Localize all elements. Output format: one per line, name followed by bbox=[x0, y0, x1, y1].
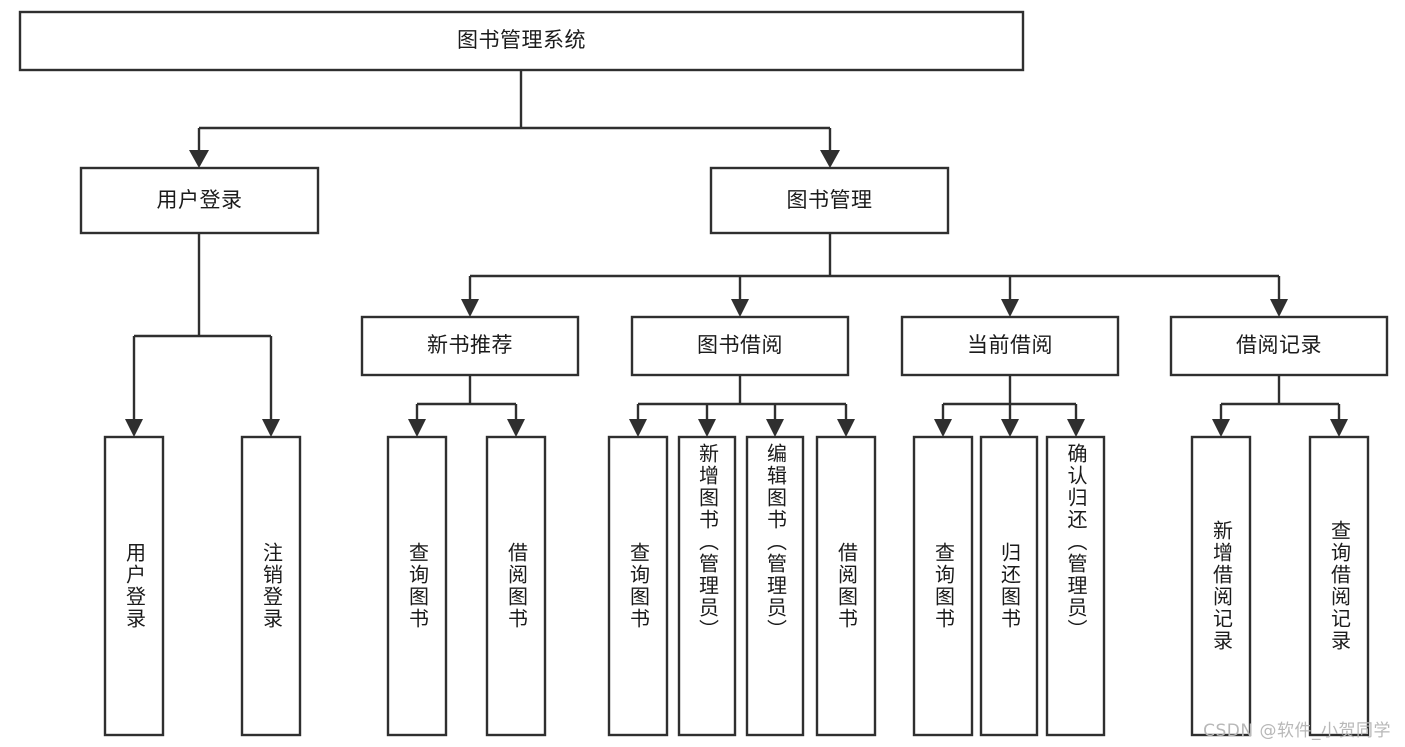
node-box-root[interactable] bbox=[18, 10, 1025, 72]
node-box-leaf-query-book-2[interactable] bbox=[607, 435, 669, 737]
node-box-leaf-borrow-book-2[interactable] bbox=[815, 435, 877, 737]
node-box-leaf-query-record[interactable] bbox=[1308, 435, 1370, 737]
node-box-book-manage[interactable] bbox=[709, 166, 950, 235]
arrowhead-new-book-rec bbox=[461, 299, 479, 317]
arrowhead-leaf-borrow-book-2 bbox=[837, 419, 855, 437]
node-box-leaf-confirm-return[interactable] bbox=[1045, 435, 1106, 737]
node-box-leaf-query-book-1[interactable] bbox=[386, 435, 448, 737]
node-box-new-book-rec[interactable] bbox=[360, 315, 580, 377]
node-box-leaf-logout[interactable] bbox=[240, 435, 302, 737]
watermark-text: CSDN @软件_小贺同学 bbox=[1203, 721, 1391, 741]
node-box-leaf-user-login[interactable] bbox=[103, 435, 165, 737]
arrowhead-leaf-query-book-3 bbox=[934, 419, 952, 437]
node-box-leaf-edit-book[interactable] bbox=[745, 435, 805, 737]
arrowhead-leaf-query-record bbox=[1330, 419, 1348, 437]
arrowhead-book-manage bbox=[820, 150, 840, 168]
node-box-leaf-borrow-book-1[interactable] bbox=[485, 435, 547, 737]
node-box-current-borrow[interactable] bbox=[900, 315, 1120, 377]
arrowhead-leaf-return-book bbox=[1001, 419, 1019, 437]
arrowhead-borrow-record bbox=[1270, 299, 1288, 317]
arrowhead-current-borrow bbox=[1001, 299, 1019, 317]
arrowhead-user-login bbox=[189, 150, 209, 168]
node-box-user-login[interactable] bbox=[79, 166, 320, 235]
node-box-leaf-query-book-3[interactable] bbox=[912, 435, 974, 737]
node-box-leaf-add-book[interactable] bbox=[677, 435, 737, 737]
arrowhead-leaf-query-book-1 bbox=[408, 419, 426, 437]
arrowhead-leaf-confirm-return bbox=[1067, 419, 1085, 437]
arrowhead-leaf-edit-book bbox=[766, 419, 784, 437]
node-box-book-borrow[interactable] bbox=[630, 315, 850, 377]
arrowhead-leaf-logout bbox=[262, 419, 280, 437]
node-box-leaf-return-book[interactable] bbox=[979, 435, 1039, 737]
arrowhead-book-borrow bbox=[731, 299, 749, 317]
node-box-leaf-add-record[interactable] bbox=[1190, 435, 1252, 737]
arrowhead-leaf-borrow-book-1 bbox=[507, 419, 525, 437]
node-box-borrow-record[interactable] bbox=[1169, 315, 1389, 377]
arrowhead-leaf-add-record bbox=[1212, 419, 1230, 437]
arrowhead-leaf-query-book-2 bbox=[629, 419, 647, 437]
arrowhead-leaf-user-login bbox=[125, 419, 143, 437]
arrowhead-leaf-add-book bbox=[698, 419, 716, 437]
